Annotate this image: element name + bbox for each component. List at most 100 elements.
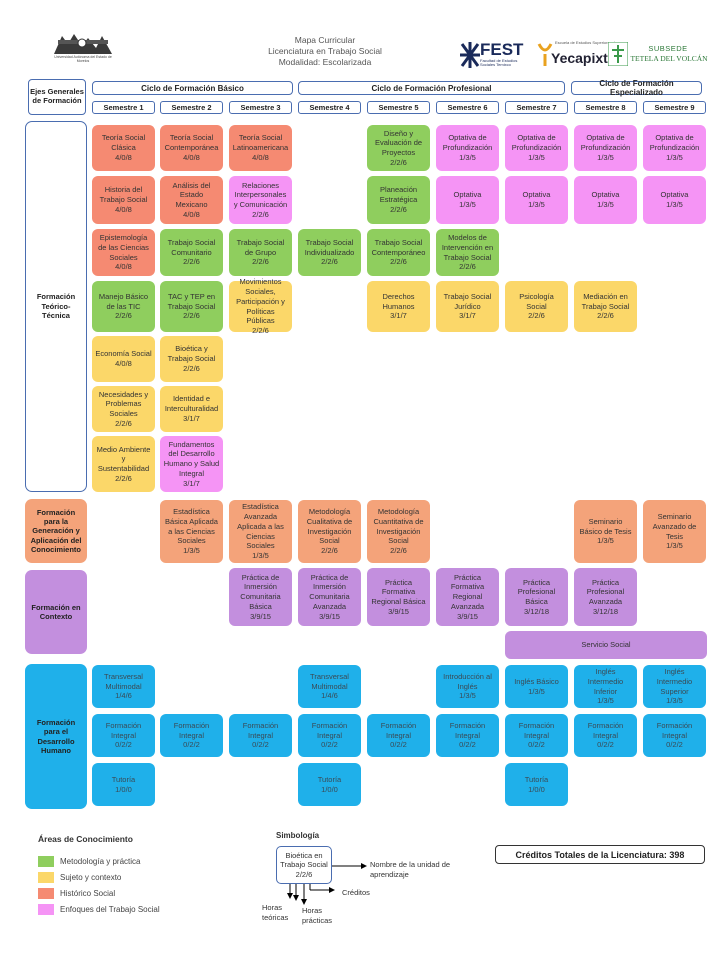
course-credits: 0/2/2 bbox=[115, 740, 132, 750]
course-credits: 1/0/0 bbox=[115, 784, 132, 794]
course-relaciones-interpersonales-y-comunicacion-sem3: Relaciones Interpersonales y Comunicació… bbox=[229, 176, 292, 224]
semester-header-3: Semestre 3 bbox=[229, 101, 292, 114]
program-name: Licenciatura en Trabajo Social bbox=[268, 46, 382, 56]
modality: Modalidad: Escolarizada bbox=[278, 57, 372, 67]
course-credits: 1/4/6 bbox=[115, 691, 132, 701]
course-name: Servicio Social bbox=[581, 640, 631, 650]
course-credits: 1/3/5 bbox=[528, 686, 545, 696]
course-credits: 1/0/0 bbox=[321, 784, 338, 794]
course-name: Formación Integral bbox=[449, 720, 486, 740]
course-credits: 0/2/2 bbox=[528, 740, 545, 750]
course-credits: 3/1/7 bbox=[183, 478, 200, 488]
semester-header-2: Semestre 2 bbox=[160, 101, 223, 114]
course-credits: 2/2/6 bbox=[183, 311, 200, 321]
cycle-professional: Ciclo de Formación Profesional bbox=[298, 81, 565, 95]
symbology-unit-name: Nombre de la unidad de aprendizaje bbox=[370, 860, 451, 879]
yecapixtla-logo: Escuela de Estudios Superiores de Yecapi… bbox=[537, 40, 620, 70]
map-title: Mapa Curricular bbox=[294, 35, 356, 45]
course-credits: 1/3/5 bbox=[528, 200, 545, 209]
legend-title: Áreas de Conocimiento bbox=[38, 834, 133, 844]
course-credits: 4/0/8 bbox=[115, 359, 132, 368]
row-label-human-development: Formación para el Desarrollo Humano bbox=[25, 664, 87, 809]
course-name: Trabajo Social Jurídico bbox=[443, 291, 492, 311]
course-name: Historia del Trabajo Social bbox=[99, 185, 148, 205]
course-credits: 0/2/2 bbox=[321, 740, 338, 750]
legend-swatch-enfoques-del-trabajo-social bbox=[38, 904, 54, 915]
yecapixtla-wordmark: Yecapixtla bbox=[551, 50, 620, 66]
course-estadistica-avanzada-aplicada-a-las-ciencias-sociales-sem3: Estadística Avanzada Aplicada a las Cien… bbox=[229, 500, 292, 563]
symbology-example-credits: 2/2/6 bbox=[295, 869, 313, 879]
course-credits: 2/2/6 bbox=[459, 262, 476, 272]
course-credits: 4/0/8 bbox=[183, 152, 200, 162]
course-credits: 2/2/6 bbox=[597, 311, 614, 321]
course-credits: 2/2/6 bbox=[115, 473, 132, 483]
course-credits: 2/2/6 bbox=[528, 311, 545, 321]
subsede-line1: SUBSEDE bbox=[648, 44, 688, 53]
course-credits: 1/3/5 bbox=[597, 696, 614, 706]
course-name: Optativa de Profundización bbox=[511, 133, 562, 153]
course-name: Formación Integral bbox=[105, 720, 142, 740]
course-credits: 2/2/6 bbox=[183, 363, 200, 373]
course-name: Diseño y Evaluación de Proyectos bbox=[374, 128, 423, 158]
course-credits: 4/0/8 bbox=[183, 209, 200, 219]
uaem-caption: Universidad Autónoma del Estado de Morel… bbox=[54, 55, 112, 63]
course-name: Medio Ambiente y Sustentabilidad bbox=[96, 444, 151, 474]
course-credits: 3/9/15 bbox=[250, 611, 271, 621]
course-servicio-social-sem7: Servicio Social bbox=[505, 631, 707, 659]
course-credits: 3/1/7 bbox=[183, 413, 200, 423]
course-credits: 1/3/5 bbox=[459, 152, 476, 162]
symbology-credits: Créditos bbox=[342, 888, 370, 897]
course-credits: 0/2/2 bbox=[459, 740, 476, 750]
course-credits: 0/2/2 bbox=[666, 740, 683, 750]
course-name: Trabajo Social Comunitario bbox=[167, 237, 216, 257]
course-credits: 1/3/5 bbox=[666, 541, 683, 551]
course-credits: 1/3/5 bbox=[597, 200, 614, 209]
course-name: Planeación Estratégica bbox=[379, 185, 418, 205]
course-credits: 1/3/5 bbox=[183, 546, 200, 556]
total-credits: Créditos Totales de la Licenciatura: 398 bbox=[495, 845, 705, 864]
subsede-emblem-icon bbox=[608, 42, 628, 66]
course-estadistica-basica-aplicada-a-las-ciencias-sociales-sem2: Estadística Básica Aplicada a las Cienci… bbox=[160, 500, 223, 563]
cycle-specialized: Ciclo de Formación Especializado bbox=[571, 79, 702, 97]
course-name: Práctica de Inmersión Comunitaria Básica bbox=[240, 572, 281, 611]
course-credits: 1/3/5 bbox=[597, 536, 614, 546]
course-name: Estadística Avanzada Aplicada a las Cien… bbox=[237, 502, 284, 551]
course-movimientos-sociales-participacion-y-politicas-publicas-sem3: Movimientos Sociales, Participación y Po… bbox=[229, 277, 292, 335]
course-credits: 1/3/5 bbox=[666, 696, 683, 706]
course-metodologia-cualitativa-de-investigacion-social-sem4: Metodología Cualitativa de Investigación… bbox=[298, 500, 361, 563]
yecapixtla-emblem-icon bbox=[537, 43, 553, 66]
symbology-example-box: Bioética en Trabajo Social 2/2/6 bbox=[276, 846, 332, 884]
course-name: Identidad e Interculturalidad bbox=[164, 394, 219, 414]
course-credits: 2/2/6 bbox=[252, 326, 269, 335]
cycle-basic: Ciclo de Formación Básico bbox=[92, 81, 293, 95]
course-name: Teoría Social Clásica bbox=[101, 133, 146, 153]
course-credits: 1/3/5 bbox=[252, 551, 269, 560]
course-name: Relaciones Interpersonales y Comunicació… bbox=[233, 180, 288, 210]
course-credits: 2/2/6 bbox=[390, 546, 407, 556]
course-name: Formación Integral bbox=[587, 720, 624, 740]
